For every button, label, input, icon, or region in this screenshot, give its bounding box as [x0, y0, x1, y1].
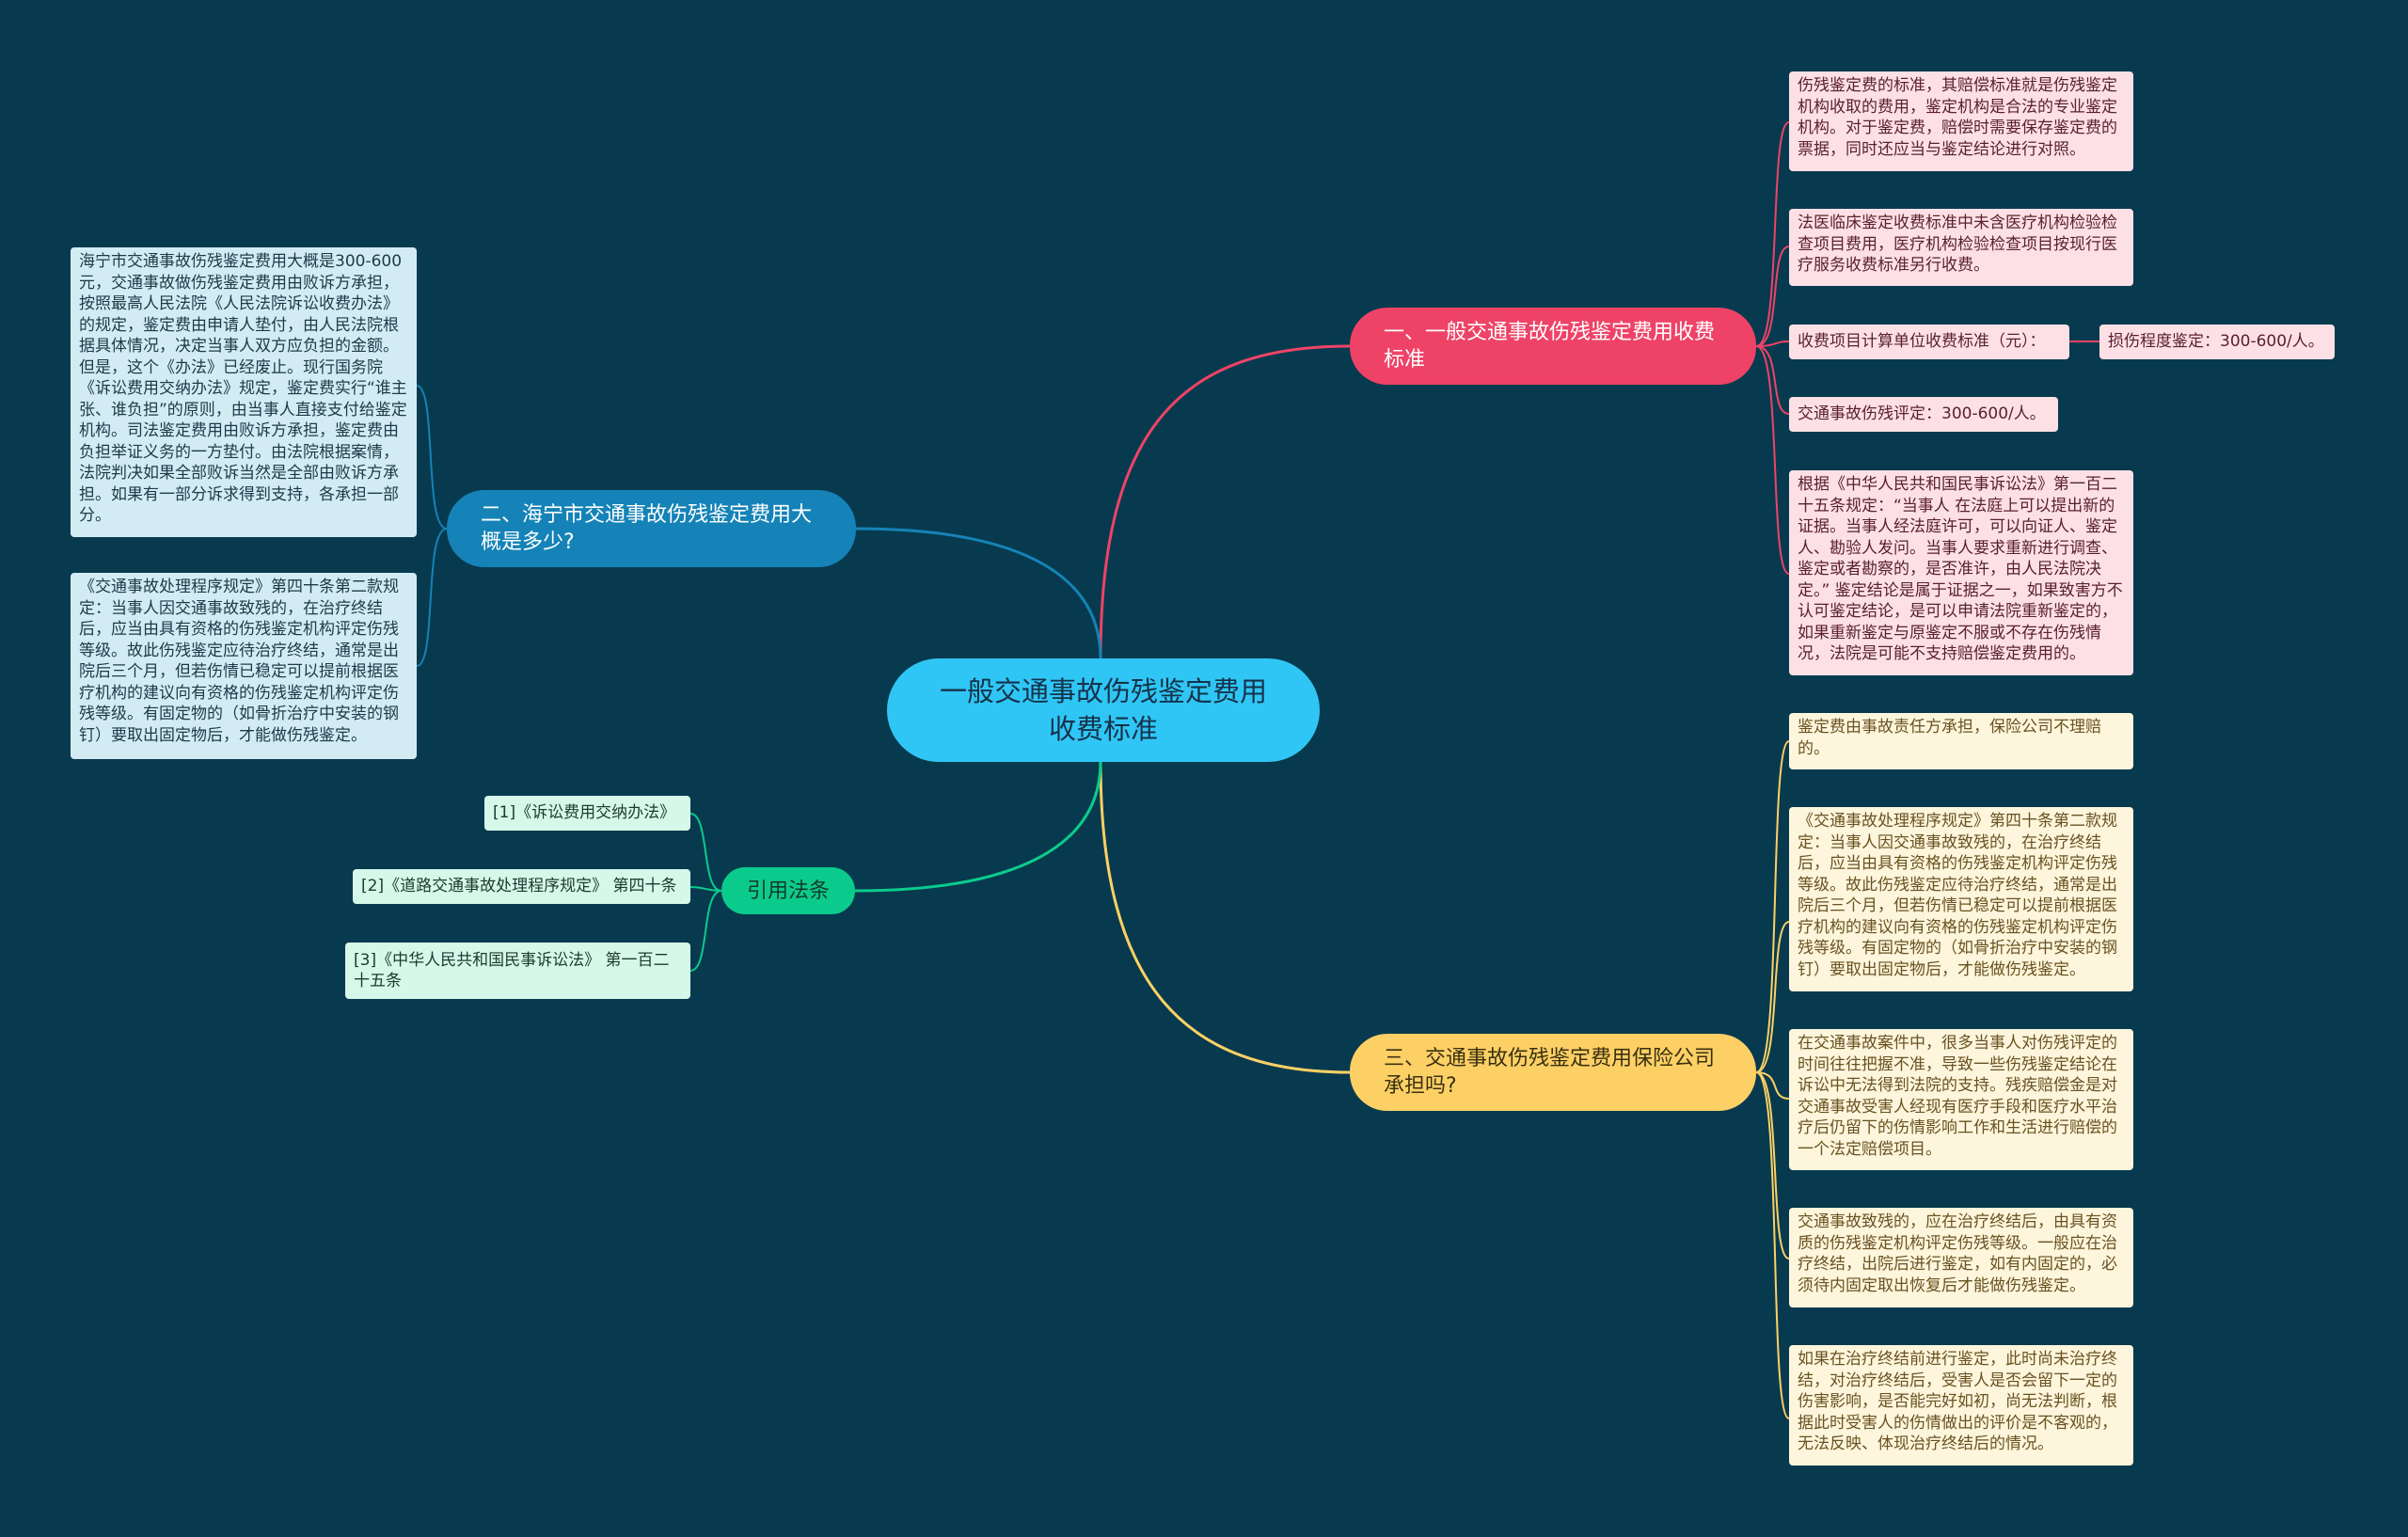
leaf-fee-standard-2[interactable]: 法医临床鉴定收费标准中未含医疗机构检验检查项目费用，医疗机构检验检查项目按现行医…: [1789, 209, 2133, 286]
branch-insurance[interactable]: 三、交通事故伤残鉴定费用保险公司承担吗?: [1350, 1034, 1756, 1111]
leaf-fee-standard-1[interactable]: 伤残鉴定费的标准，其赔偿标准就是伤残鉴定机构收取的费用，鉴定机构是合法的专业鉴定…: [1789, 71, 2133, 171]
leaf-text: 交通事故伤残评定：300-600/人。: [1798, 404, 2046, 424]
root-topic[interactable]: 一般交通事故伤残鉴定费用收费标准: [887, 658, 1320, 762]
leaf-fee-standard-4[interactable]: 交通事故伤残评定：300-600/人。: [1789, 397, 2058, 432]
root-title: 一般交通事故伤残鉴定费用收费标准: [939, 675, 1267, 745]
leaf-injury-degree[interactable]: 损伤程度鉴定：300-600/人。: [2099, 325, 2335, 359]
leaf-text: 伤残鉴定费的标准，其赔偿标准就是伤残鉴定机构收取的费用，鉴定机构是合法的专业鉴定…: [1798, 76, 2117, 159]
leaf-text: 如果在治疗终结前进行鉴定，此时尚未治疗终结，对治疗终结后，受害人是否会留下一定的…: [1798, 1350, 2117, 1453]
leaf-law-1[interactable]: [1]《诉讼费用交纳办法》: [484, 796, 690, 831]
link-root-b3: [1099, 761, 1351, 1074]
leaf-text: 根据《中华人民共和国民事诉讼法》第一百二十五条规定：“当事人 在法庭上可以提出新…: [1798, 475, 2123, 663]
leaf-law-3[interactable]: [3]《中华人民共和国民事诉讼法》 第一百二十五条: [345, 943, 690, 999]
leaf-law-2[interactable]: [2]《道路交通事故处理程序规定》 第四十条: [353, 869, 690, 904]
branch-label: 三、交通事故伤残鉴定费用保险公司承担吗?: [1384, 1047, 1716, 1098]
leaf-text: 损伤程度鉴定：300-600/人。: [2108, 332, 2324, 352]
leaf-text: 《交通事故处理程序规定》第四十条第二款规定：当事人因交通事故致残的，在治疗终结后…: [1798, 812, 2117, 979]
leaf-text: [2]《道路交通事故处理程序规定》 第四十条: [361, 877, 677, 896]
leaf-insurance-2[interactable]: 《交通事故处理程序规定》第四十条第二款规定：当事人因交通事故致残的，在治疗终结后…: [1789, 807, 2133, 991]
branch-fee-standard[interactable]: 一、一般交通事故伤残鉴定费用收费标准: [1350, 308, 1756, 385]
branch-label: 二、海宁市交通事故伤残鉴定费用大概是多少?: [481, 503, 813, 554]
leaf-haining-2[interactable]: 《交通事故处理程序规定》第四十条第二款规定：当事人因交通事故致残的，在治疗终结后…: [71, 573, 417, 759]
branch-label: 一、一般交通事故伤残鉴定费用收费标准: [1384, 321, 1716, 372]
branch-cited-laws[interactable]: 引用法条: [721, 867, 855, 914]
leaf-insurance-3[interactable]: 在交通事故案件中，很多当事人对伤残评定的时间往往把握不准，导致一些伤残鉴定结论在…: [1789, 1029, 2133, 1170]
leaf-text: 法医临床鉴定收费标准中未含医疗机构检验检查项目费用，医疗机构检验检查项目按现行医…: [1798, 214, 2117, 275]
leaf-text: 交通事故致残的，应在治疗终结后，由具有资质的伤残鉴定机构评定伤残等级。一般应在治…: [1798, 1212, 2117, 1295]
leaf-text: 鉴定费由事故责任方承担，保险公司不理赔的。: [1798, 718, 2101, 758]
link-root-b2: [855, 527, 1102, 659]
link-root-b4: [854, 761, 1102, 893]
leaf-text: [3]《中华人民共和国民事诉讼法》 第一百二十五条: [354, 950, 670, 991]
leaf-insurance-1[interactable]: 鉴定费由事故责任方承担，保险公司不理赔的。: [1789, 713, 2133, 769]
leaf-haining-1[interactable]: 海宁市交通事故伤残鉴定费用大概是300-600元，交通事故做伤残鉴定费用由败诉方…: [71, 247, 417, 537]
leaf-fee-standard-3[interactable]: 收费项目计算单位收费标准（元）：: [1789, 325, 2069, 359]
branch-label: 引用法条: [746, 879, 830, 903]
leaf-text: [1]《诉讼费用交纳办法》: [493, 803, 676, 823]
leaf-text: 海宁市交通事故伤残鉴定费用大概是300-600元，交通事故做伤残鉴定费用由败诉方…: [79, 252, 407, 525]
branch-haining-fee[interactable]: 二、海宁市交通事故伤残鉴定费用大概是多少?: [447, 490, 856, 567]
leaf-insurance-5[interactable]: 如果在治疗终结前进行鉴定，此时尚未治疗终结，对治疗终结后，受害人是否会留下一定的…: [1789, 1345, 2133, 1466]
leaf-text: 《交通事故处理程序规定》第四十条第二款规定：当事人因交通事故致残的，在治疗终结后…: [79, 578, 399, 745]
leaf-text: 在交通事故案件中，很多当事人对伤残评定的时间往往把握不准，导致一些伤残鉴定结论在…: [1798, 1034, 2117, 1159]
leaf-fee-standard-5[interactable]: 根据《中华人民共和国民事诉讼法》第一百二十五条规定：“当事人 在法庭上可以提出新…: [1789, 470, 2133, 675]
leaf-insurance-4[interactable]: 交通事故致残的，应在治疗终结后，由具有资质的伤残鉴定机构评定伤残等级。一般应在治…: [1789, 1208, 2133, 1307]
leaf-text: 收费项目计算单位收费标准（元）：: [1798, 332, 2046, 352]
link-root-b1: [1099, 344, 1351, 659]
